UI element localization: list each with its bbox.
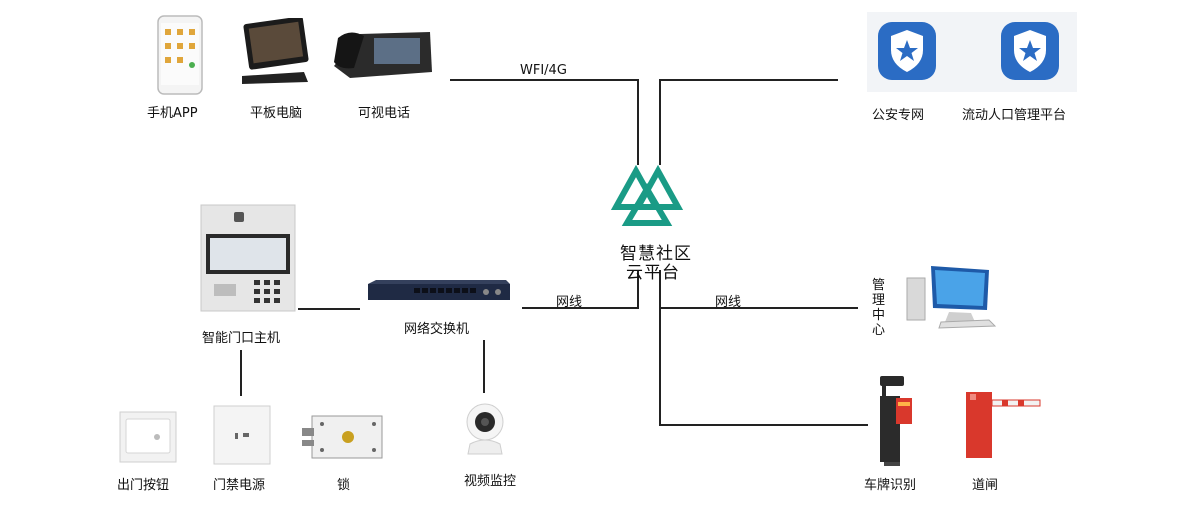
management-center-label: 管理中心 — [872, 278, 886, 338]
network-switch-label: 网络交换机 — [404, 322, 470, 337]
hub-to-mgmt-line — [659, 270, 858, 309]
network-switch-icon — [368, 280, 510, 300]
barrier-gate-icon — [966, 392, 1041, 458]
door-intercom-host-icon — [200, 204, 296, 312]
exit-button-label: 出门按钮 — [117, 478, 170, 493]
desktop-computer-icon — [906, 266, 997, 329]
exit-button-icon — [119, 411, 177, 463]
video-phone-label: 可视电话 — [358, 106, 411, 121]
hub-title-line2: 云平台 — [626, 263, 680, 283]
video-phone-icon — [334, 32, 432, 78]
smart-community-logo-icon — [610, 165, 684, 226]
license-plate-recognition-icon — [880, 376, 912, 466]
network-cable-label-right: 网线 — [715, 295, 742, 310]
plate-recognition-label: 车牌识别 — [864, 478, 917, 493]
population-platform-label: 流动人口管理平台 — [962, 108, 1067, 123]
switch-to-hub-line — [522, 270, 639, 309]
police-shield-icon — [878, 22, 936, 80]
tablet-computer-icon — [242, 18, 309, 84]
hub-to-parking-line — [659, 308, 868, 426]
police-network-label: 公安专网 — [872, 108, 925, 123]
video-surveillance-label: 视频监控 — [464, 474, 517, 489]
phone-app-label: 手机APP — [147, 106, 198, 121]
tablet-label: 平板电脑 — [250, 106, 303, 121]
hub-title-line1: 智慧社区 — [620, 244, 692, 264]
door-host-label: 智能门口主机 — [202, 331, 281, 346]
access-power-label: 门禁电源 — [213, 478, 266, 493]
video-surveillance-camera-icon — [466, 403, 504, 455]
barrier-gate-label: 道闸 — [972, 478, 999, 493]
mobile-phone-icon — [157, 15, 203, 95]
lock-label: 锁 — [337, 478, 351, 493]
access-power-supply-icon — [213, 405, 271, 465]
wifi-link-line — [450, 79, 639, 165]
network-cable-label-left: 网线 — [556, 295, 583, 310]
public-network-line — [659, 79, 838, 165]
wifi-4g-label: WFI/4G — [520, 63, 567, 78]
electric-lock-icon — [302, 415, 383, 459]
population-shield-icon — [1001, 22, 1059, 80]
